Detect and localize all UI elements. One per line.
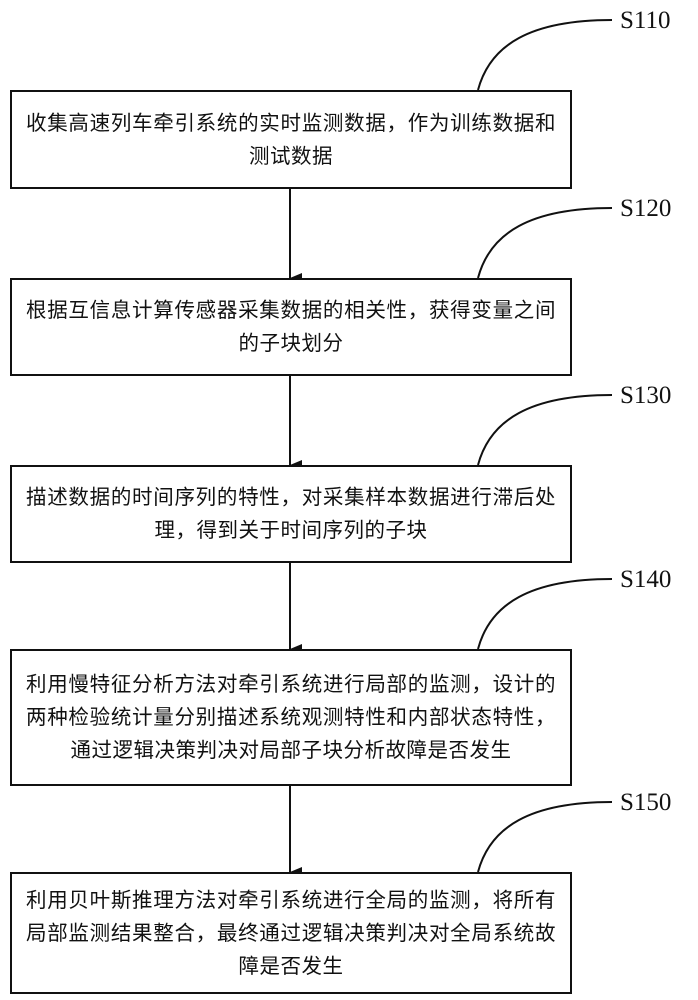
step-label-s150: S150 bbox=[620, 790, 671, 815]
step-text-s140: 利用慢特征分析方法对牵引系统进行局部的监测，设计的两种检验统计量分别描述系统观测… bbox=[26, 668, 556, 767]
step-box-s110: 收集高速列车牵引系统的实时监测数据，作为训练数据和测试数据 bbox=[10, 90, 572, 189]
step-label-s110: S110 bbox=[620, 8, 670, 33]
leader-curve-s140 bbox=[478, 579, 612, 649]
leader-curve-s150 bbox=[478, 802, 612, 872]
leader-curve-s130 bbox=[478, 395, 612, 465]
step-label-s140: S140 bbox=[620, 567, 671, 592]
step-box-s120: 根据互信息计算传感器采集数据的相关性，获得变量之间的子块划分 bbox=[10, 278, 572, 376]
step-label-s130: S130 bbox=[620, 383, 671, 408]
step-box-s140: 利用慢特征分析方法对牵引系统进行局部的监测，设计的两种检验统计量分别描述系统观测… bbox=[10, 649, 572, 786]
step-text-s150: 利用贝叶斯推理方法对牵引系统进行全局的监测，将所有局部监测结果整合，最终通过逻辑… bbox=[26, 884, 556, 983]
step-text-s120: 根据互信息计算传感器采集数据的相关性，获得变量之间的子块划分 bbox=[26, 294, 556, 360]
step-box-s130: 描述数据的时间序列的特性，对采集样本数据进行滞后处理，得到关于时间序列的子块 bbox=[10, 465, 572, 563]
step-box-s150: 利用贝叶斯推理方法对牵引系统进行全局的监测，将所有局部监测结果整合，最终通过逻辑… bbox=[10, 872, 572, 994]
step-text-s110: 收集高速列车牵引系统的实时监测数据，作为训练数据和测试数据 bbox=[26, 107, 556, 173]
leader-curve-s120 bbox=[478, 208, 612, 278]
step-label-s120: S120 bbox=[620, 196, 671, 221]
step-text-s130: 描述数据的时间序列的特性，对采集样本数据进行滞后处理，得到关于时间序列的子块 bbox=[26, 481, 556, 547]
leader-curve-s110 bbox=[478, 20, 612, 90]
